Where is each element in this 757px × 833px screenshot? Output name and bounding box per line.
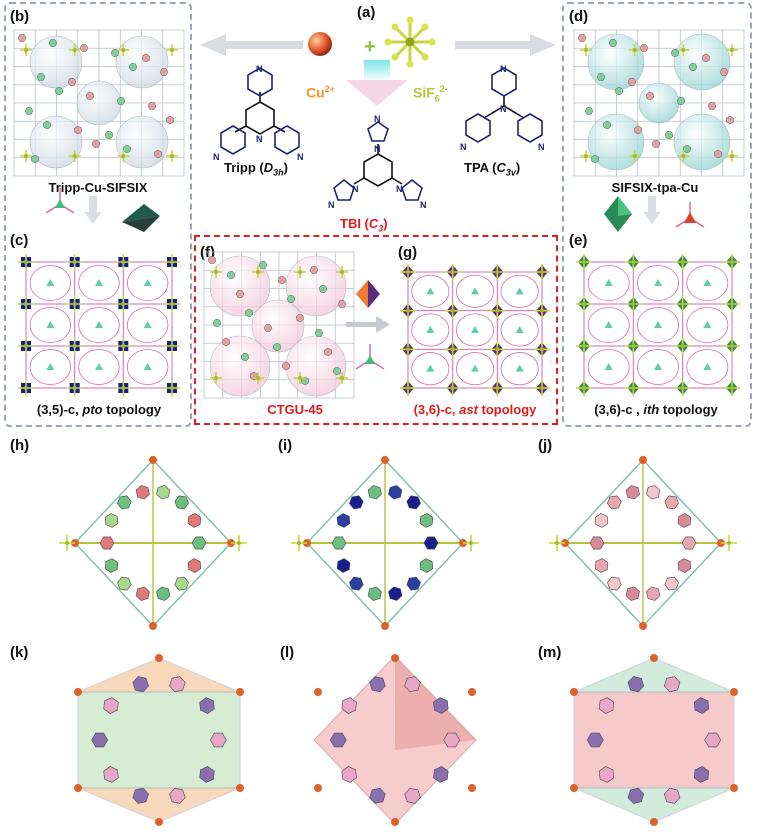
arrow-down xyxy=(346,60,408,106)
svg-text:N: N xyxy=(420,200,427,210)
three-connected-node-icon-c xyxy=(45,188,75,214)
panel-label-c: (c) xyxy=(10,232,29,249)
reagent-plus: + xyxy=(364,36,376,58)
svg-text:N: N xyxy=(213,152,220,162)
octahedron-icon-g xyxy=(356,280,380,308)
svg-text:N: N xyxy=(256,134,263,144)
arrow-d-to-e xyxy=(643,196,661,224)
panel-label-m: (m) xyxy=(538,644,562,661)
panel-label-d: (d) xyxy=(569,8,589,25)
svg-text:N: N xyxy=(460,142,467,152)
caption-ith-topology: (3,6)-c , ith topology xyxy=(594,402,718,417)
framework-f-image xyxy=(203,251,355,399)
panel-label-b: (b) xyxy=(10,8,30,25)
polyhedron-m-image xyxy=(570,654,738,826)
caption-sifsix-tpa-cu: SIFSIX-tpa-Cu xyxy=(611,180,699,195)
panel-label-e: (e) xyxy=(569,232,588,249)
svg-text:N: N xyxy=(396,184,403,194)
net-c-image xyxy=(18,254,180,396)
caption-pto-topology: (3,5)-c, pto topology xyxy=(36,402,162,417)
caption-ast-topology: (3,6)-c, ast topology xyxy=(413,402,537,417)
arrow-left xyxy=(200,34,303,56)
panel-label-j: (j) xyxy=(538,437,553,454)
ligand-tbi-label: TBI (C3) xyxy=(340,216,388,234)
tbi-structure: N N N N N N xyxy=(328,114,427,210)
reagent-sif6-label: SiF62- xyxy=(413,84,448,104)
svg-text:N: N xyxy=(374,144,381,154)
framework-b-image xyxy=(13,29,185,177)
panel-label-h: (h) xyxy=(10,437,30,454)
frame-left xyxy=(4,2,192,427)
arrow-f-to-g xyxy=(346,316,390,333)
svg-text:N: N xyxy=(256,64,263,74)
svg-text:N: N xyxy=(538,142,545,152)
ligand-tripp-label: Tripp (D3h) xyxy=(224,160,288,178)
caption-tripp-cu-sifsix: Tripp-Cu-SIFSIX xyxy=(48,180,148,195)
reagent-cu-label: Cu2+ xyxy=(306,84,335,101)
top-center-graphics xyxy=(200,16,556,106)
three-connected-node-icon-e xyxy=(675,202,705,228)
frame-center xyxy=(194,235,558,425)
topology-icons xyxy=(45,188,705,370)
cage-h-image xyxy=(59,456,247,630)
octahedron-icon-e xyxy=(604,196,632,232)
caption-ctgu-45: CTGU-45 xyxy=(267,402,323,417)
cu-sphere-icon xyxy=(308,32,332,56)
panel-label-l: (l) xyxy=(280,644,295,661)
svg-text:N: N xyxy=(297,152,304,162)
net-e-image xyxy=(576,254,740,396)
ligand-tpa-label: TPA (C3v) xyxy=(464,160,521,178)
polyhedron-k-image xyxy=(74,654,244,826)
panel-label-a: (a) xyxy=(357,4,376,21)
svg-text:N: N xyxy=(500,104,507,114)
net-g-image xyxy=(400,264,550,396)
arrow-right xyxy=(455,34,556,56)
cage-i-image xyxy=(291,456,479,630)
panel-label-k: (k) xyxy=(10,644,29,661)
svg-text:N: N xyxy=(500,64,507,74)
arrow-b-to-c xyxy=(84,196,102,224)
framework-d-image xyxy=(573,29,745,177)
tripp-structure: N N N N xyxy=(213,64,304,162)
panel-label-i: (i) xyxy=(278,437,293,454)
tpa-structure: N N N N xyxy=(460,64,545,152)
svg-text:N: N xyxy=(352,184,359,194)
polyhedron-l-image xyxy=(313,654,477,826)
svg-text:N: N xyxy=(328,200,335,210)
square-pyramid-icon xyxy=(122,204,160,232)
panel-label-g: (g) xyxy=(398,244,418,261)
three-connected-node-icon-g xyxy=(355,344,385,370)
sif6-icon xyxy=(384,16,436,68)
frame-right xyxy=(562,2,752,427)
svg-text:N: N xyxy=(374,114,381,124)
cage-j-image xyxy=(549,456,737,630)
